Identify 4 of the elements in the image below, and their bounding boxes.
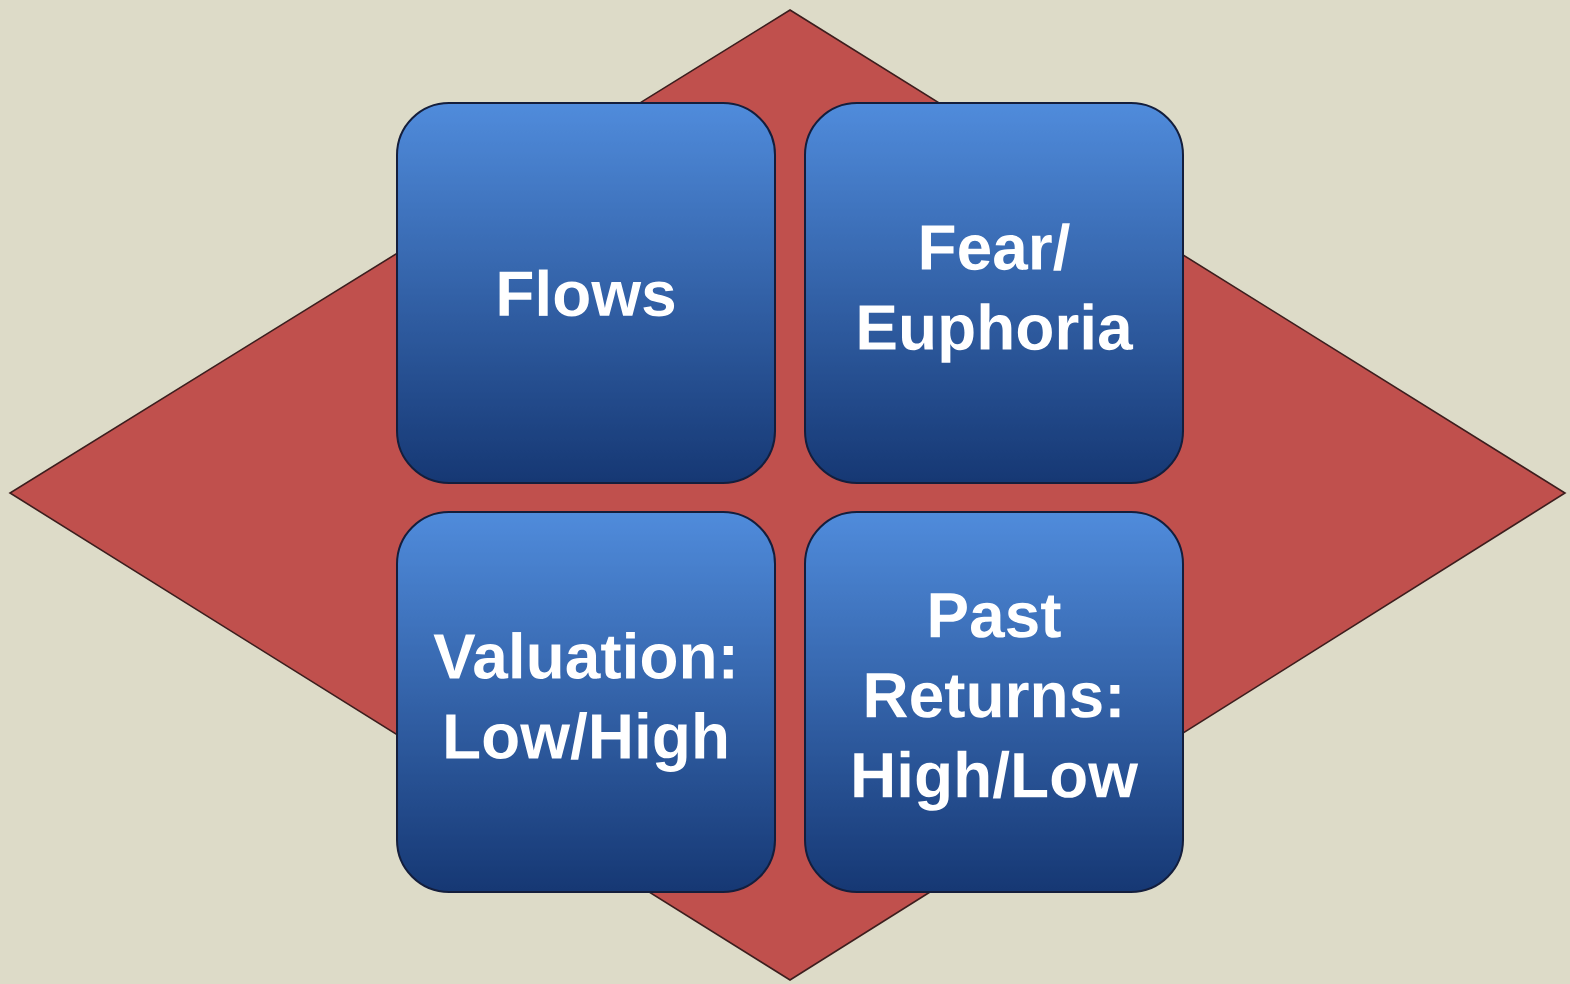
rounded-box: Past Returns: High/Low [804,511,1184,893]
rounded-box: Valuation: Low/High [396,511,776,893]
rounded-box: Flows [396,102,776,484]
rounded-box: Fear/ Euphoria [804,102,1184,484]
